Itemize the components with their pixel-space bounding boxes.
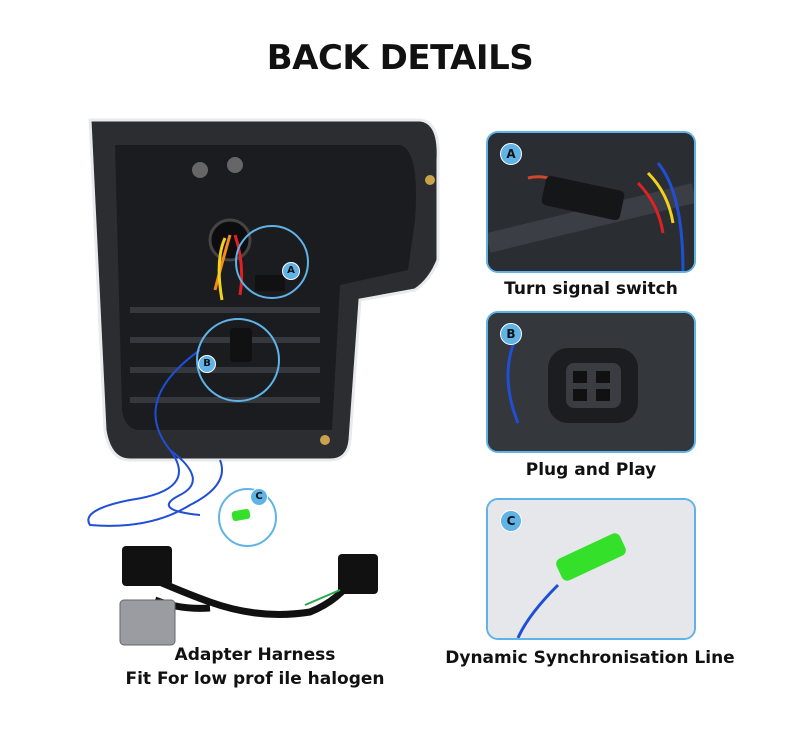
marker-circle-a xyxy=(235,225,309,299)
marker-circle-c xyxy=(218,488,277,547)
adapter-harness-fit: Fit For low prof ile halogen xyxy=(125,669,385,689)
adapter-harness-title: Adapter Harness xyxy=(174,645,336,665)
detail-panel-c: C xyxy=(486,498,696,640)
marker-b-badge: B xyxy=(198,355,216,373)
panel-c-badge: C xyxy=(500,510,522,532)
turn-signal-switch-photo xyxy=(488,133,694,271)
detail-panel-b: B xyxy=(486,311,696,453)
marker-a-badge: A xyxy=(282,262,300,280)
adapter-harness-image xyxy=(119,546,378,646)
tail-light-back-image xyxy=(87,118,440,527)
marker-circle-b xyxy=(196,318,280,402)
panel-b-badge: B xyxy=(500,323,522,345)
panel-a-caption: Turn signal switch xyxy=(504,279,678,299)
panel-b-caption: Plug and Play xyxy=(525,460,657,480)
panel-c-caption: Dynamic Synchronisation Line xyxy=(445,648,735,668)
detail-panel-a: A xyxy=(486,131,696,273)
panel-a-badge: A xyxy=(500,143,522,165)
marker-c-badge: C xyxy=(250,488,268,506)
page-title: BACK DETAILS xyxy=(266,38,534,78)
plug-and-play-photo xyxy=(488,313,694,451)
sync-line-photo xyxy=(488,500,694,638)
